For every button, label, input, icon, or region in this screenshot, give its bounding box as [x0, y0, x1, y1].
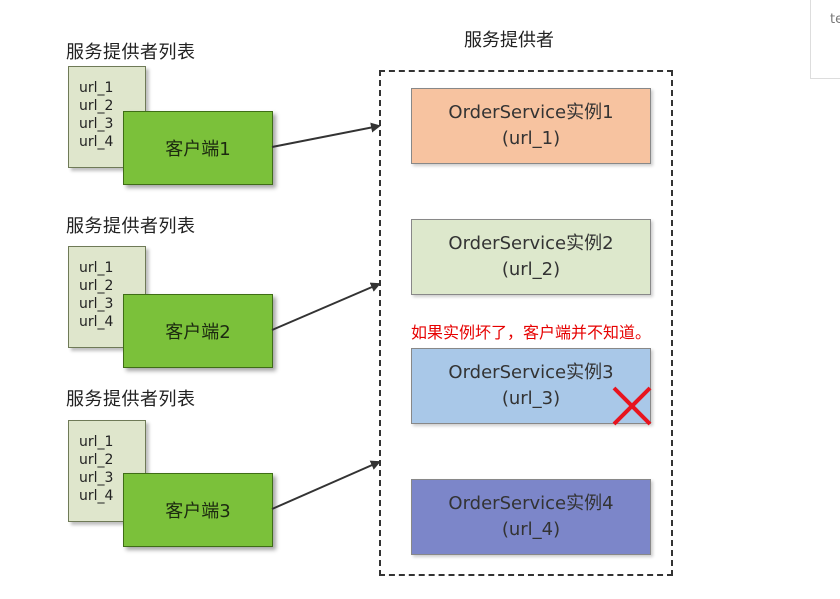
side-panel-text: te [830, 12, 840, 27]
instance-4-name: OrderService实例4 [448, 493, 614, 514]
url-item: url_4 [79, 134, 114, 150]
url-item: url_1 [79, 260, 114, 276]
client-2-box: 客户端2 [123, 294, 273, 368]
instance-3-name: OrderService实例3 [448, 362, 614, 383]
arrow-client1-to-providers [271, 122, 381, 148]
side-panel [810, 0, 840, 79]
url-item: url_3 [79, 296, 114, 312]
arrow-client2-to-providers [271, 282, 381, 331]
group-2-title: 服务提供者列表 [66, 216, 196, 237]
url-item: url_4 [79, 314, 114, 330]
url-item: url_2 [79, 98, 114, 114]
url-item: url_1 [79, 434, 114, 450]
url-item: url_2 [79, 278, 114, 294]
instance-2-box: OrderService实例2 (url_2) [411, 219, 651, 295]
group-1-title: 服务提供者列表 [66, 42, 196, 63]
instance-2-name: OrderService实例2 [448, 233, 614, 254]
url-item: url_3 [79, 116, 114, 132]
instance-2-url: (url_2) [501, 259, 561, 280]
instance-3-box: OrderService实例3 (url_3) [411, 348, 651, 424]
instance-1-name: OrderService实例1 [448, 102, 614, 123]
client-1-box: 客户端1 [123, 111, 273, 185]
url-item: url_1 [79, 80, 114, 96]
instance-4-box: OrderService实例4 (url_4) [411, 479, 651, 555]
instance-1-url: (url_1) [501, 128, 561, 149]
url-item: url_4 [79, 488, 114, 504]
url-item: url_3 [79, 470, 114, 486]
failure-cross-icon [612, 386, 652, 426]
url-item: url_2 [79, 452, 114, 468]
providers-title: 服务提供者 [464, 30, 554, 51]
failure-note: 如果实例坏了，客户端并不知道。 [411, 323, 652, 342]
providers-frame [379, 70, 673, 576]
instance-4-url: (url_4) [501, 519, 561, 540]
instance-3-url: (url_3) [501, 388, 561, 409]
group-3-title: 服务提供者列表 [66, 389, 196, 410]
client-3-box: 客户端3 [123, 473, 273, 547]
instance-1-box: OrderService实例1 (url_1) [411, 88, 651, 164]
arrow-client3-to-providers [271, 460, 381, 510]
